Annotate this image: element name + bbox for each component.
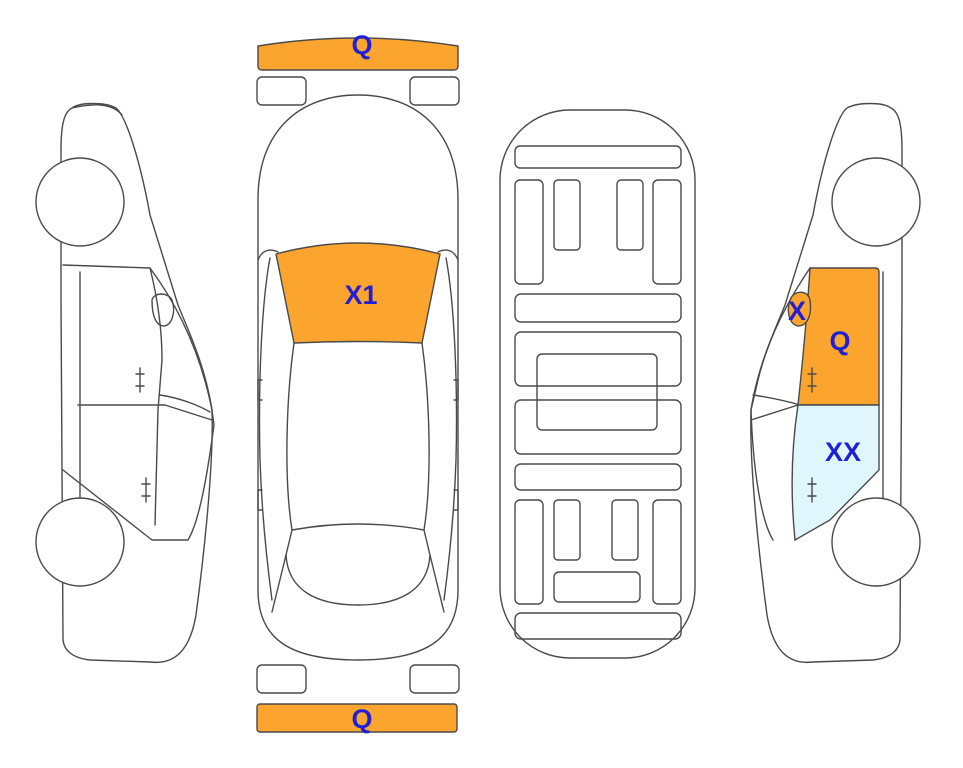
left-side-view (35, 102, 215, 664)
rear-bumper-label: Q (351, 704, 372, 734)
rear-bumper-damage (256, 703, 458, 733)
windshield-damage (275, 242, 441, 344)
right-mirror-damage (787, 291, 812, 327)
underbody-view (499, 109, 696, 659)
left-rear-wheel (35, 497, 125, 587)
right-front-door-label: Q (829, 326, 850, 356)
right-rear-door-damage (791, 404, 880, 542)
front-bumper-label: Q (351, 30, 372, 60)
windshield-label: X1 (344, 280, 377, 310)
rear-right-light (409, 664, 460, 694)
rear-left-light (256, 664, 307, 694)
right-rear-wheel (831, 497, 921, 587)
left-front-wheel (35, 157, 125, 247)
right-front-wheel (831, 157, 921, 247)
right-side-view: X Q XX (750, 102, 921, 664)
right-mirror-label: X (788, 296, 806, 326)
top-view: Q X1 Q (256, 30, 460, 734)
front-bumper-damage (257, 37, 459, 71)
right-rear-door-label: XX (825, 437, 861, 467)
front-left-light (256, 76, 307, 106)
front-right-light (409, 76, 460, 106)
